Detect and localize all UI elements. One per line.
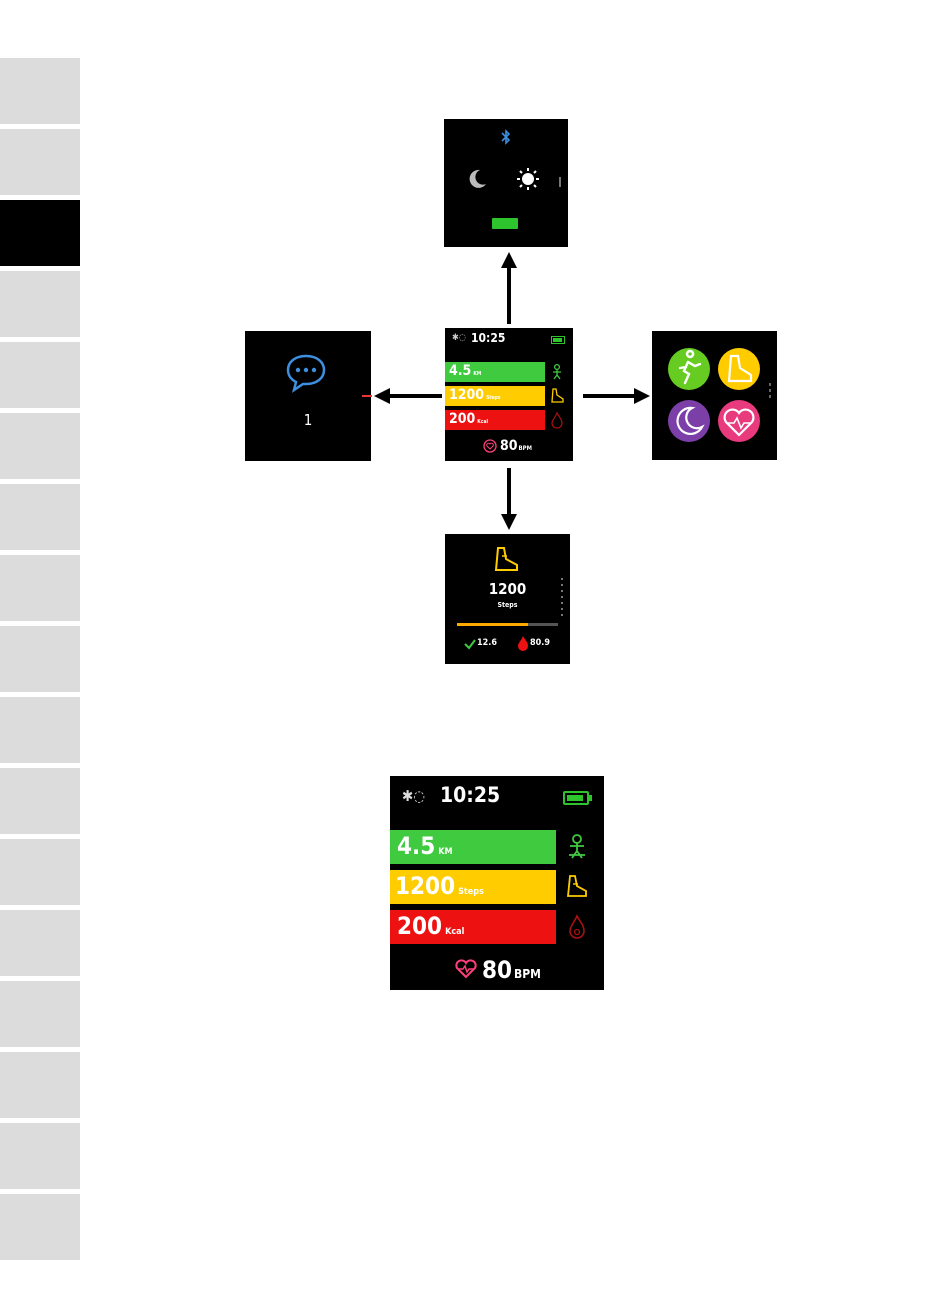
steps-count: 1200 [445, 580, 570, 598]
steps-progress-fill [457, 623, 528, 626]
steps-calories-value: 80.9 [530, 638, 550, 648]
side-tab-17 [0, 1194, 80, 1260]
side-tab-3-active [0, 200, 80, 266]
steps-progress-track [457, 623, 558, 626]
steps-distance-value: 12.6 [477, 638, 497, 648]
side-tab-14 [0, 981, 80, 1047]
shoe-icon-small [550, 388, 564, 404]
side-tab-10 [0, 697, 80, 763]
steps-page-indicator [561, 578, 563, 618]
walk-icon-small [550, 364, 564, 380]
walk-icon [566, 834, 588, 860]
time-small: 10:25 [471, 331, 505, 345]
arrow-left [388, 394, 442, 398]
app-grid [652, 331, 777, 460]
battery-icon [492, 218, 518, 229]
status-icons-large: ✱◌ [402, 787, 425, 805]
apps-screen [652, 331, 777, 460]
app-page-indicator [769, 383, 771, 398]
status-icons: ✱◌ [452, 333, 466, 343]
flame-icon [568, 914, 586, 940]
arrow-down-head [501, 514, 517, 530]
message-bubble-icon [285, 353, 327, 393]
battery-icon-small [551, 336, 565, 344]
message-marker [362, 395, 372, 397]
side-tab-5 [0, 342, 80, 408]
steps-label: Steps [445, 601, 570, 609]
side-tab-4 [0, 271, 80, 337]
arrow-right [583, 394, 637, 398]
side-tab-9 [0, 626, 80, 692]
side-tab-13 [0, 910, 80, 976]
flame-icon-small [551, 412, 563, 428]
side-tab-8 [0, 555, 80, 621]
heart-icon [454, 959, 478, 979]
arrow-down [507, 468, 511, 516]
time-large: 10:25 [440, 783, 500, 807]
side-tab-11 [0, 768, 80, 834]
message-count: 1 [245, 411, 371, 429]
steps-screen: 1200 Steps 12.6 80.9 [445, 534, 570, 664]
arrow-right-head [634, 388, 650, 404]
shoe-icon-large [566, 874, 588, 900]
brightness-icon [516, 167, 540, 191]
shoe-icon [493, 546, 519, 572]
side-tab-15 [0, 1052, 80, 1118]
heart-icon-small [483, 439, 497, 453]
message-screen: 1 [245, 331, 371, 461]
arrow-left-head [374, 388, 390, 404]
arrow-up [507, 264, 511, 324]
calories-flame-icon [517, 635, 529, 651]
side-tab-16 [0, 1123, 80, 1189]
side-tab-12 [0, 839, 80, 905]
side-tab-1 [0, 58, 80, 124]
quick-settings-screen [444, 119, 568, 247]
distance-walk-icon [463, 637, 477, 651]
running-app-icon [668, 348, 710, 390]
steps-app-icon [718, 348, 760, 390]
battery-icon-large [563, 791, 589, 805]
sleep-app-icon [668, 400, 710, 442]
page-indicator [559, 177, 561, 187]
arrow-up-head [501, 252, 517, 268]
side-tab-6 [0, 413, 80, 479]
bluetooth-icon [501, 129, 511, 145]
heart-rate-small: 80BPM [500, 438, 532, 454]
side-tab-2 [0, 129, 80, 195]
side-tab-7 [0, 484, 80, 550]
moon-icon [466, 168, 488, 190]
